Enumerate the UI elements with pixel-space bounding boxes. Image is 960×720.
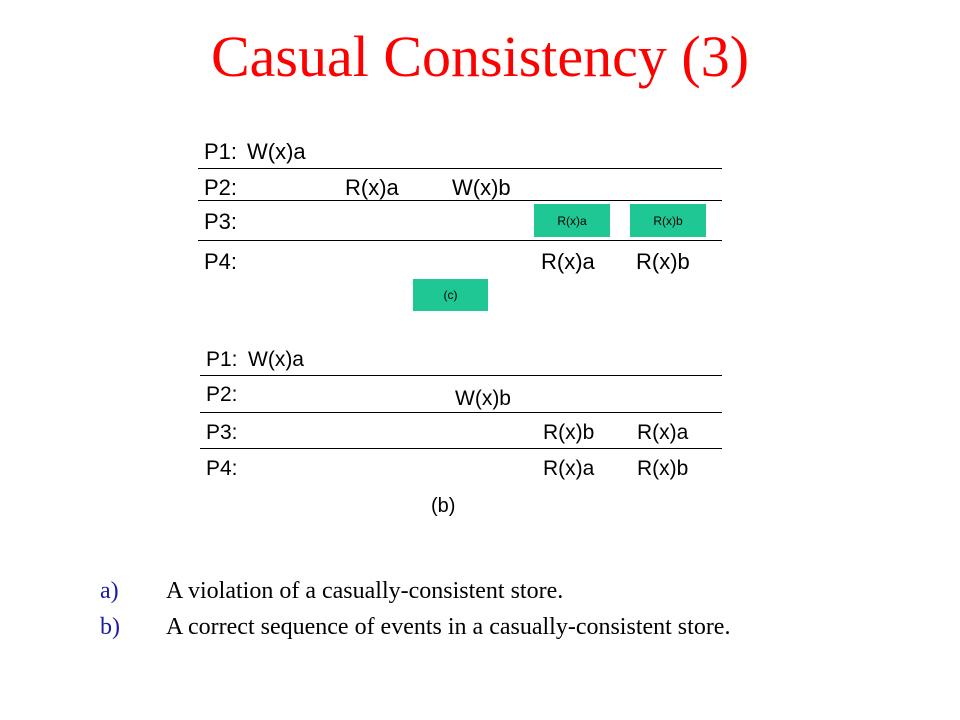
timeline-p2 xyxy=(200,412,722,413)
op-read: R(x)a xyxy=(345,175,399,200)
highlighted-op-read: R(x)b xyxy=(630,204,706,237)
op-read: R(x)a xyxy=(541,249,595,274)
op-write: W(x)b xyxy=(455,387,511,410)
timeline-p1 xyxy=(200,375,722,376)
op-write: W(x)a xyxy=(247,139,306,164)
op-write: W(x)a xyxy=(248,348,304,371)
timeline-p3 xyxy=(198,240,722,241)
caption-text: A violation of a casually-consistent sto… xyxy=(166,578,564,604)
caption-text: A correct sequence of events in a casual… xyxy=(166,614,731,640)
op-read: R(x)b xyxy=(636,249,690,274)
op-read: R(x)b xyxy=(543,421,595,444)
timeline-p3 xyxy=(200,448,722,449)
diagram-caption-b: (b) xyxy=(431,495,456,517)
process-label-p3: P3: xyxy=(206,421,238,444)
timeline-p1 xyxy=(198,168,722,169)
process-label-p2: P2: xyxy=(204,175,238,200)
process-label-p1: P1: xyxy=(204,139,238,164)
diagram-caption-c: (c) xyxy=(413,279,488,311)
process-label-p1: P1: xyxy=(206,348,238,371)
op-read: R(x)a xyxy=(637,421,689,444)
op-write: W(x)b xyxy=(452,175,511,200)
process-label-p3: P3: xyxy=(204,209,238,234)
process-label-p4: P4: xyxy=(204,249,238,274)
list-marker: b) xyxy=(100,614,120,640)
slide-title: Casual Consistency (3) xyxy=(210,24,750,89)
op-read: R(x)b xyxy=(637,457,689,480)
highlighted-op-read: R(x)a xyxy=(534,204,610,237)
list-marker: a) xyxy=(100,578,119,604)
process-label-p4: P4: xyxy=(206,457,238,480)
timeline-p2 xyxy=(198,200,722,201)
op-read: R(x)a xyxy=(543,457,595,480)
process-label-p2: P2: xyxy=(206,383,238,406)
